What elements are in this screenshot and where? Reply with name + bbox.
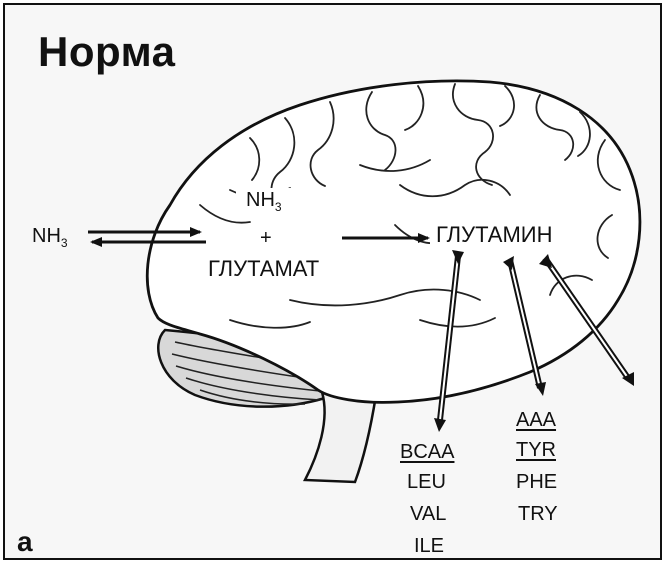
bcaa-item-ile: ILE <box>414 536 444 556</box>
glutamate-label: ГЛУТАМАТ <box>208 258 319 280</box>
left-nh3-main: NH <box>32 225 61 247</box>
aaa-item-tyr: TYR <box>516 440 556 460</box>
bcaa-item-leu: LEU <box>407 472 446 492</box>
aaa-header: AAA <box>516 410 556 430</box>
left-nh3-label: NH3 <box>32 226 68 246</box>
brainstem <box>305 392 376 482</box>
bcaa-header: BCAA <box>400 442 454 462</box>
diagram-title: Норма <box>38 28 175 76</box>
aaa-item-phe: PHE <box>516 472 557 492</box>
aaa-item-try: TRY <box>518 504 558 524</box>
panel-letter: а <box>17 526 33 558</box>
center-nh3-label: NH3 <box>246 190 282 210</box>
center-nh3-main: NH <box>246 189 275 211</box>
plus-sign: + <box>260 228 272 248</box>
center-nh3-sub: 3 <box>275 200 282 214</box>
left-nh3-sub: 3 <box>61 236 68 250</box>
glutamine-label: ГЛУТАМИН <box>436 224 553 246</box>
bcaa-item-val: VAL <box>410 504 446 524</box>
